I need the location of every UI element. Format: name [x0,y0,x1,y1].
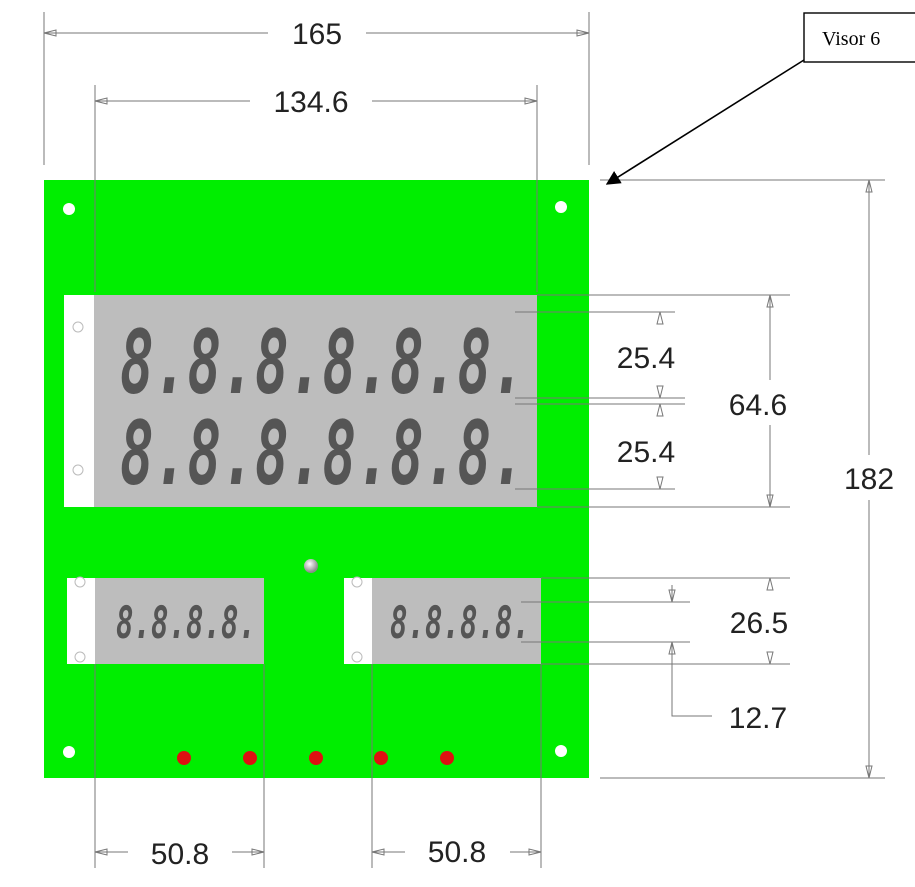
dimension-inner-width: 134.6 [273,86,348,119]
dimension-display-block-height: 64.6 [729,389,787,422]
large-display-row-1: 8.8.8.8.8.8. [120,311,525,414]
indicator-knob-icon [304,559,318,573]
dimension-upper-row-height: 25.4 [617,342,675,375]
small-display-right-window [372,578,541,664]
bracket-screw-icon [72,321,84,333]
led-icon [243,751,257,765]
dimension-lines [43,12,885,868]
bracket-screw-icon [72,464,84,476]
bracket-screw-icon [74,651,86,663]
small-display-left-window [95,578,264,664]
dimension-overall-height: 182 [844,463,894,496]
led-icon [177,751,191,765]
led-icon [440,751,454,765]
mounting-hole-icon [555,201,567,213]
dimension-small-display-left-width: 50.8 [151,838,209,871]
callout-box [803,12,915,63]
bracket-screw-icon [74,576,86,588]
large-display-row-2: 8.8.8.8.8.8. [120,402,525,505]
bracket-screw-icon [351,651,363,663]
small-display-right-digits: 8.8.8.8. [390,598,530,649]
small-display-left-digits: 8.8.8.8. [116,598,256,649]
dimension-small-display-right-width: 50.8 [428,836,486,869]
callout-arrow [605,59,805,185]
mounting-hole-icon [63,203,75,215]
dimension-overall-width: 165 [292,18,342,51]
mounting-hole-icon [63,746,75,758]
callout-label: Visor 6 [822,28,880,50]
bracket-screw-icon [351,576,363,588]
large-display-window [94,295,537,507]
dimension-small-digit-height: 12.7 [729,702,787,735]
dimension-lower-row-height: 25.4 [617,436,675,469]
small-display-right-bracket [344,578,372,664]
dimension-small-display-height: 26.5 [730,607,788,640]
led-icon [374,751,388,765]
led-icon [309,751,323,765]
small-display-left-bracket [67,578,95,664]
mounting-hole-icon [555,745,567,757]
